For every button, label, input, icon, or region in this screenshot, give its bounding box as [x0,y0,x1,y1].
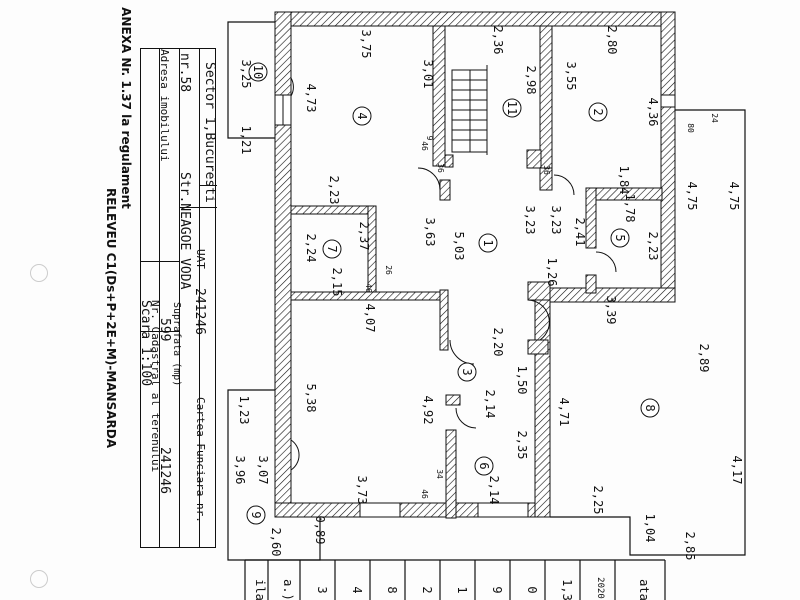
table-cell: 4 [350,586,364,593]
dimension: 1,84 [617,166,631,195]
dimension: 5,03 [452,232,466,261]
dimension: 2,20 [491,328,505,357]
dimension: 2,23 [646,232,660,261]
room-number: 11 [505,101,519,115]
dimension: 34 [435,469,444,479]
dimension: 2,98 [524,66,538,95]
room-number: 4 [355,112,369,119]
dimension: 3,01 [421,60,435,89]
windows [274,94,676,518]
dimension: 3,55 [564,62,578,91]
room-number: 5 [613,234,627,241]
dimension: 36 [542,165,551,175]
room-number: 3 [460,368,474,375]
bottom-table [244,559,666,600]
dimension: 3,23 [549,206,563,235]
room-numbers: 4 2 11 1 7 5 3 6 8 9 10 [249,65,657,519]
staircase [451,65,488,155]
room-number: 6 [477,462,491,469]
terrace-outlines [227,21,746,561]
dimension: 46 [364,283,373,293]
table-cell: 2 [420,586,434,593]
dimension: 80 [686,123,695,133]
dimension: 3,25 [239,60,253,89]
room-number: 8 [643,404,657,411]
dimension: 4,17 [730,456,744,485]
dimension: 2,60 [269,528,283,557]
dimension: 2,35 [515,431,529,460]
table-cell: 1,3 [560,579,574,600]
dimension: 2,80 [605,26,619,55]
dimension: 2,85 [683,532,697,561]
dimension: 4,73 [304,84,318,113]
room-number: 1 [481,239,495,246]
dimension: 4,71 [557,398,571,427]
dimension: 1,23 [237,396,251,425]
table-cell: ila [253,579,267,600]
bottom-table-values: ila a.) 3 4 8 2 1 9 0 1,3 2020 ata [253,577,651,600]
room-number: 7 [325,245,339,252]
room-number: 9 [249,511,263,518]
dimension: 2,15 [330,268,344,297]
dimension: 2,89 [697,344,711,373]
dimension: 1,26 [545,258,559,287]
table-cell: 1 [455,586,469,593]
dimension: 2,25 [591,486,605,515]
dimension: 2,23 [327,176,341,205]
dimension: 3,73 [355,476,369,505]
dimension: 3,96 [233,456,247,485]
dimension: 0,89 [313,516,327,545]
dimension: 4,92 [421,396,435,425]
dimension-labels: 3,75 2,36 2,80 3,25 1,21 3,01 4,73 2,98 … [233,26,744,561]
dimension: 1,78 [623,194,637,223]
room-number: 10 [251,65,265,79]
dimension: 4,75 [685,182,699,211]
dimension: 1,21 [239,126,253,155]
dimension: 1,50 [515,366,529,395]
dimension: 3,23 [523,206,537,235]
dimension: 2,14 [483,390,497,419]
dimension: 3,75 [359,30,373,59]
dimension: 3,07 [256,456,270,485]
table-cell: 9 [490,586,504,593]
room-markers [246,62,660,525]
punch-hole [30,570,48,588]
dimension: 2,24 [304,234,318,263]
dimension: 2,36 [491,26,505,55]
dimension: 2,41 [573,218,587,247]
dimension: 36 [436,163,445,173]
dimension: 24 [710,113,719,123]
table-cell: 8 [385,586,399,593]
dimension: 9 [425,136,434,141]
dimension: 4,07 [363,304,377,333]
table-cell: 0 [525,586,539,593]
dimension: 4,75 [727,182,741,211]
dimension: 1,04 [643,514,657,543]
table-cell: 2020 [595,577,605,599]
interior-walls [290,25,663,519]
dimension: 3,39 [604,296,618,325]
dimension: 26 [384,265,393,275]
dimension: 5,38 [304,384,318,413]
room-number: 2 [591,108,605,115]
dimension: 4,36 [646,98,660,127]
info-table [140,48,217,548]
dimension: 46 [420,489,429,499]
dimension: 46 [420,141,429,151]
dimension: 2,37 [357,222,371,251]
punch-hole [30,264,48,282]
dimension: 3,63 [423,218,437,247]
table-cell: a.) [281,579,295,600]
table-cell: ata [637,579,651,600]
table-cell: 3 [315,586,329,593]
dimension: 2,14 [487,476,501,505]
